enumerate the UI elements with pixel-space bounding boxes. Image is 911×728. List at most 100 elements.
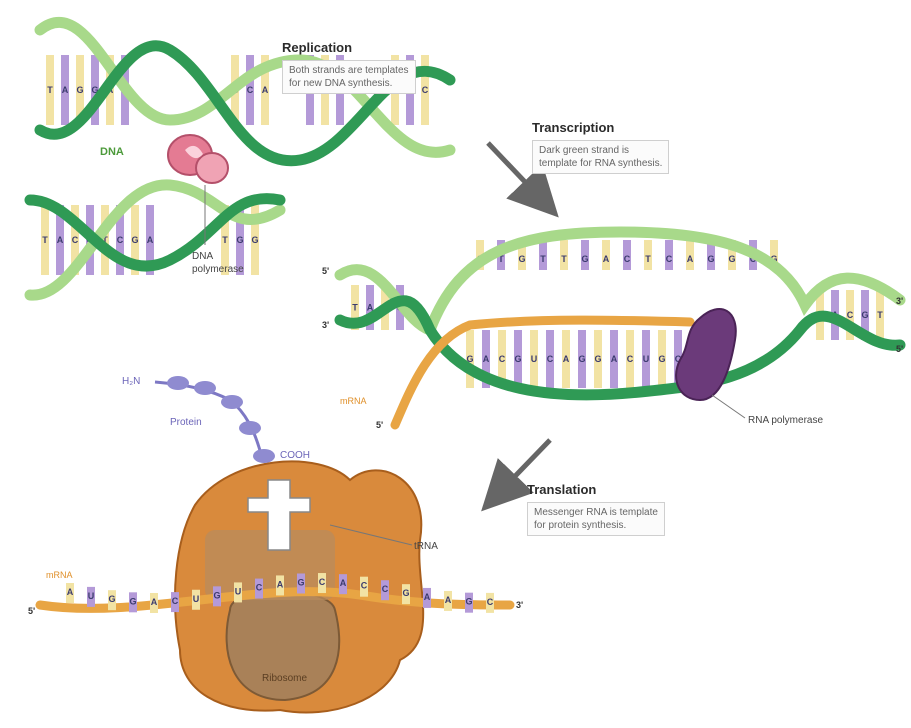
- transcription-right-base-letter: G: [861, 310, 868, 320]
- replication-description-line-2: for new DNA synthesis.: [289, 77, 409, 90]
- translation-title: Translation: [527, 482, 596, 497]
- transcription-loop-base-letter: T: [645, 254, 651, 264]
- transcription-mrna-end: 5': [376, 420, 383, 430]
- translation-codon-letter: G: [297, 577, 304, 587]
- transcription-hybrid-base-letter: C: [499, 354, 506, 364]
- replication-bottom-base-letter: A: [147, 235, 154, 245]
- translation-codon-letter: G: [402, 588, 409, 598]
- transcription-left-base-letter: T: [352, 303, 358, 313]
- dna-label: DNA: [100, 146, 124, 158]
- replication-top-base-letter: C: [422, 85, 429, 95]
- ribosome-label: Ribosome: [262, 672, 307, 685]
- translation-description-line-2: for protein synthesis.: [534, 519, 658, 532]
- transcription-right-base-letter: T: [877, 310, 883, 320]
- translation-end-right: 3': [516, 600, 523, 610]
- transcription-hybrid-base-letter: C: [627, 354, 634, 364]
- transcription-hybrid-base-letter: A: [611, 354, 618, 364]
- transcription-hybrid-base-letter: A: [563, 354, 570, 364]
- transcription-template-strand: [340, 301, 900, 395]
- translation-codon-letter: C: [487, 597, 494, 607]
- transcription-hybrid-base-letter: C: [547, 354, 554, 364]
- translation-codon-letter: A: [340, 578, 347, 588]
- transcription-hybrid-base-letter: G: [658, 354, 665, 364]
- translation-description: Messenger RNA is template for protein sy…: [527, 502, 665, 536]
- transcription-end-right-top: 3': [896, 296, 903, 306]
- replication-top-base-letter: A: [262, 85, 269, 95]
- translation-ribosome-complex: A U G G A C U G U C A G C A C C G A A G C: [40, 376, 510, 713]
- translation-codon-letter: C: [172, 596, 179, 606]
- transcription-end-right-bottom: 5': [896, 344, 903, 354]
- transcription-description: Dark green strand is template for RNA sy…: [532, 140, 669, 174]
- transcription-right-base-letter: C: [847, 310, 854, 320]
- transcription-loop-base-letter: C: [624, 254, 631, 264]
- transcription-loop-base-letter: G: [581, 254, 588, 264]
- rna-polymerase-pointer: [712, 395, 745, 418]
- transcription-hybrid-base-letter: A: [483, 354, 490, 364]
- replication-bottom-base-letter: G: [131, 235, 138, 245]
- translation-codon-letter: A: [151, 597, 158, 607]
- transcription-mrna-label: mRNA: [340, 396, 367, 406]
- protein-c-terminus: COOH: [280, 450, 310, 461]
- replication-bottom-base-letter: T: [42, 235, 48, 245]
- rna-polymerase-label: RNA polymerase: [748, 414, 823, 427]
- transcription-loop-base-letter: G: [728, 254, 735, 264]
- translation-mrna-label: mRNA: [46, 570, 73, 580]
- replication-bottom-base-letter: C: [117, 235, 124, 245]
- replication-bottom-base-letter: T: [222, 235, 228, 245]
- translation-codon-letter: A: [67, 587, 74, 597]
- transcription-loop-base-letter: T: [561, 254, 567, 264]
- replication-title: Replication: [282, 40, 352, 55]
- translation-codon-letter: U: [88, 591, 95, 601]
- protein-label: Protein: [170, 417, 202, 428]
- transcription-loop-base-letter: G: [707, 254, 714, 264]
- translation-codon-letter: G: [108, 594, 115, 604]
- replication-top-base-letter: C: [247, 85, 254, 95]
- transcription-loop-base-letter: G: [518, 254, 525, 264]
- transcription-hybrid-base-letter: U: [643, 354, 650, 364]
- dna-polymerase-label-line-1: DNA: [192, 250, 244, 263]
- replication-description-line-1: Both strands are templates: [289, 64, 409, 77]
- replication-bottom-base-letter: A: [57, 235, 64, 245]
- translation-codon-letter: U: [235, 586, 242, 596]
- translation-codon-letter: G: [213, 590, 220, 600]
- transcription-loop-base-letter: T: [540, 254, 546, 264]
- replication-top-base-letter: G: [76, 85, 83, 95]
- translation-codon-letter: G: [129, 596, 136, 606]
- translation-codon-letter: C: [256, 583, 263, 593]
- translation-codon-letter: C: [319, 577, 326, 587]
- translation-end-left: 5': [28, 606, 35, 616]
- transcription-title: Transcription: [532, 120, 614, 135]
- replication-top-base-letter: A: [62, 85, 69, 95]
- dna-polymerase-label-line-2: polymerase: [192, 263, 244, 276]
- transcription-loop-base-letter: C: [666, 254, 673, 264]
- translation-codon-letter: A: [424, 592, 431, 602]
- transcription-hybrid-base-letter: U: [531, 354, 538, 364]
- transcription-loop-base-letter: A: [687, 254, 694, 264]
- transcription-bubble: TAGG TACGT CTGTTGACTCAGGCG GACGUCAGGACUG…: [340, 232, 900, 425]
- transcription-end-left-top: 5': [322, 266, 329, 276]
- trna-label: tRNA: [414, 540, 438, 553]
- replication-bottom-base-letter: G: [251, 235, 258, 245]
- translation-codon-letter: G: [465, 597, 472, 607]
- replication-description: Both strands are templates for new DNA s…: [282, 60, 416, 94]
- dna-polymerase-label: DNA polymerase: [192, 250, 244, 276]
- transcription-hybrid-base-letter: G: [578, 354, 585, 364]
- transcription-description-line-2: template for RNA synthesis.: [539, 157, 662, 170]
- translation-codon-letter: A: [277, 579, 284, 589]
- translation-codon-letter: U: [193, 594, 200, 604]
- transcription-description-line-1: Dark green strand is: [539, 144, 662, 157]
- transcription-loop-base-letter: A: [603, 254, 610, 264]
- replication-bottom-base-letter: G: [236, 235, 243, 245]
- transcription-end-left-bottom: 3': [322, 320, 329, 330]
- dna-polymerase-enzyme: [168, 135, 228, 183]
- transcription-hybrid-base-letter: G: [514, 354, 521, 364]
- translation-codon-letter: C: [361, 581, 368, 591]
- translation-codon-letter: C: [382, 584, 389, 594]
- translation-description-line-1: Messenger RNA is template: [534, 506, 658, 519]
- transcription-hybrid-base-letter: G: [594, 354, 601, 364]
- protein-n-terminus: H₂N: [122, 376, 140, 387]
- replication-top-base-letter: T: [47, 85, 53, 95]
- translation-codon-letter: A: [445, 595, 452, 605]
- replication-bottom-base-letter: C: [72, 235, 79, 245]
